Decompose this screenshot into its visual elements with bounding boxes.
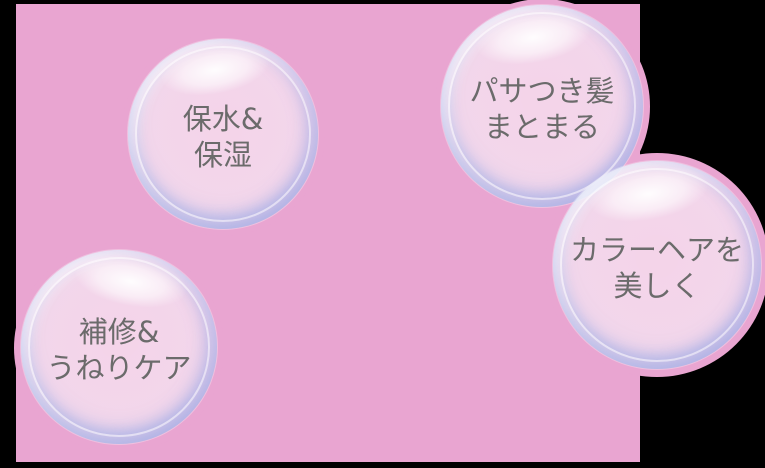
bubble-label-line1: 補修& [78,315,160,349]
bubble-label-line2: 美しく [613,269,701,303]
bubble-label-line2: まとまる [483,110,600,144]
bubble-label-line1: カラーヘアを [569,233,744,267]
benefit-bubble-frizz-control: パサつき髪 まとまる [441,5,643,207]
bubble-label-line2: うねりケア [46,351,192,385]
benefit-bubble-hydration: 保水& 保湿 [128,39,318,229]
bubble-label: パサつき髪 まとまる [441,8,643,210]
bubble-label-line1: 保水& [182,102,264,136]
benefit-bubble-color-hair: カラーヘアを 美しく [553,161,761,369]
bubble-label: 保水& 保湿 [128,42,318,232]
bubble-label: 補修& うねりケア [21,253,217,447]
bubble-label-line2: 保湿 [193,138,252,172]
bubble-label-line1: パサつき髪 [469,74,615,108]
benefit-bubble-repair-wave-care: 補修& うねりケア [21,250,217,444]
bubble-label: カラーヘアを 美しく [553,164,761,372]
